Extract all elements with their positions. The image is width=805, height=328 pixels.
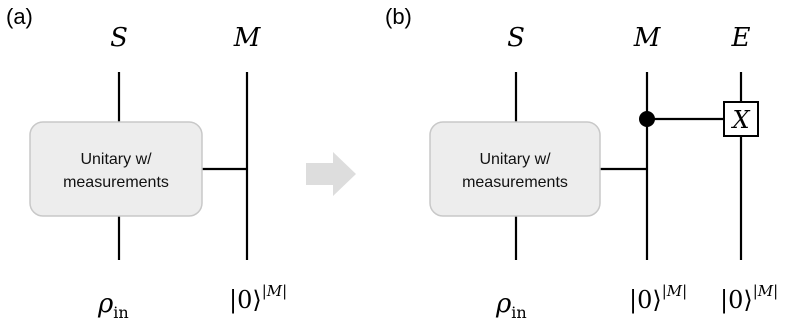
panel-b-box-line1: Unitary w/ — [479, 151, 551, 168]
ket-superscript: |M| — [662, 282, 687, 300]
panel-a-wire-label-s: S — [110, 23, 128, 53]
panel-b-input-environment: |0⟩|M| — [720, 282, 778, 315]
rho-symbol: ρ — [495, 289, 512, 319]
panel-a: (a) S M Unitary w/ measurements ρin |0⟩|… — [6, 4, 287, 322]
panel-b-box-line2: measurements — [462, 174, 568, 191]
ket-superscript: |M| — [262, 282, 287, 300]
panel-a-wire-label-m: M — [233, 23, 262, 53]
panel-b-input-memory: |0⟩|M| — [629, 282, 687, 315]
transition-arrow-icon — [306, 152, 356, 196]
ket-zero: |0⟩ — [629, 286, 662, 315]
panel-a-input-memory: |0⟩|M| — [229, 282, 287, 315]
panel-b-wire-label-s: S — [507, 23, 525, 53]
panel-a-box-line1: Unitary w/ — [80, 151, 152, 168]
rho-subscript: in — [511, 303, 526, 322]
panel-a-box-line2: measurements — [63, 174, 169, 191]
control-dot-icon — [639, 111, 655, 127]
panel-b-unitary-box — [429, 121, 601, 217]
rho-subscript: in — [113, 303, 128, 322]
x-gate-box — [723, 101, 759, 137]
ket-superscript: |M| — [753, 282, 778, 300]
x-gate-label: X — [730, 106, 750, 134]
panel-a-unitary-box — [29, 121, 203, 217]
ket-zero: |0⟩ — [720, 286, 753, 315]
panel-b: (b) S M E X Unitary w/ measurements ρin … — [385, 4, 778, 322]
rho-symbol: ρ — [97, 289, 114, 319]
panel-b-input-system: ρin — [495, 289, 527, 322]
panel-b-label: (b) — [385, 4, 412, 29]
panel-a-label: (a) — [6, 4, 33, 29]
panel-b-wire-label-m: M — [633, 23, 662, 53]
panel-a-input-system: ρin — [97, 289, 129, 322]
panel-b-wire-label-e: E — [731, 23, 751, 53]
ket-zero: |0⟩ — [229, 286, 262, 315]
